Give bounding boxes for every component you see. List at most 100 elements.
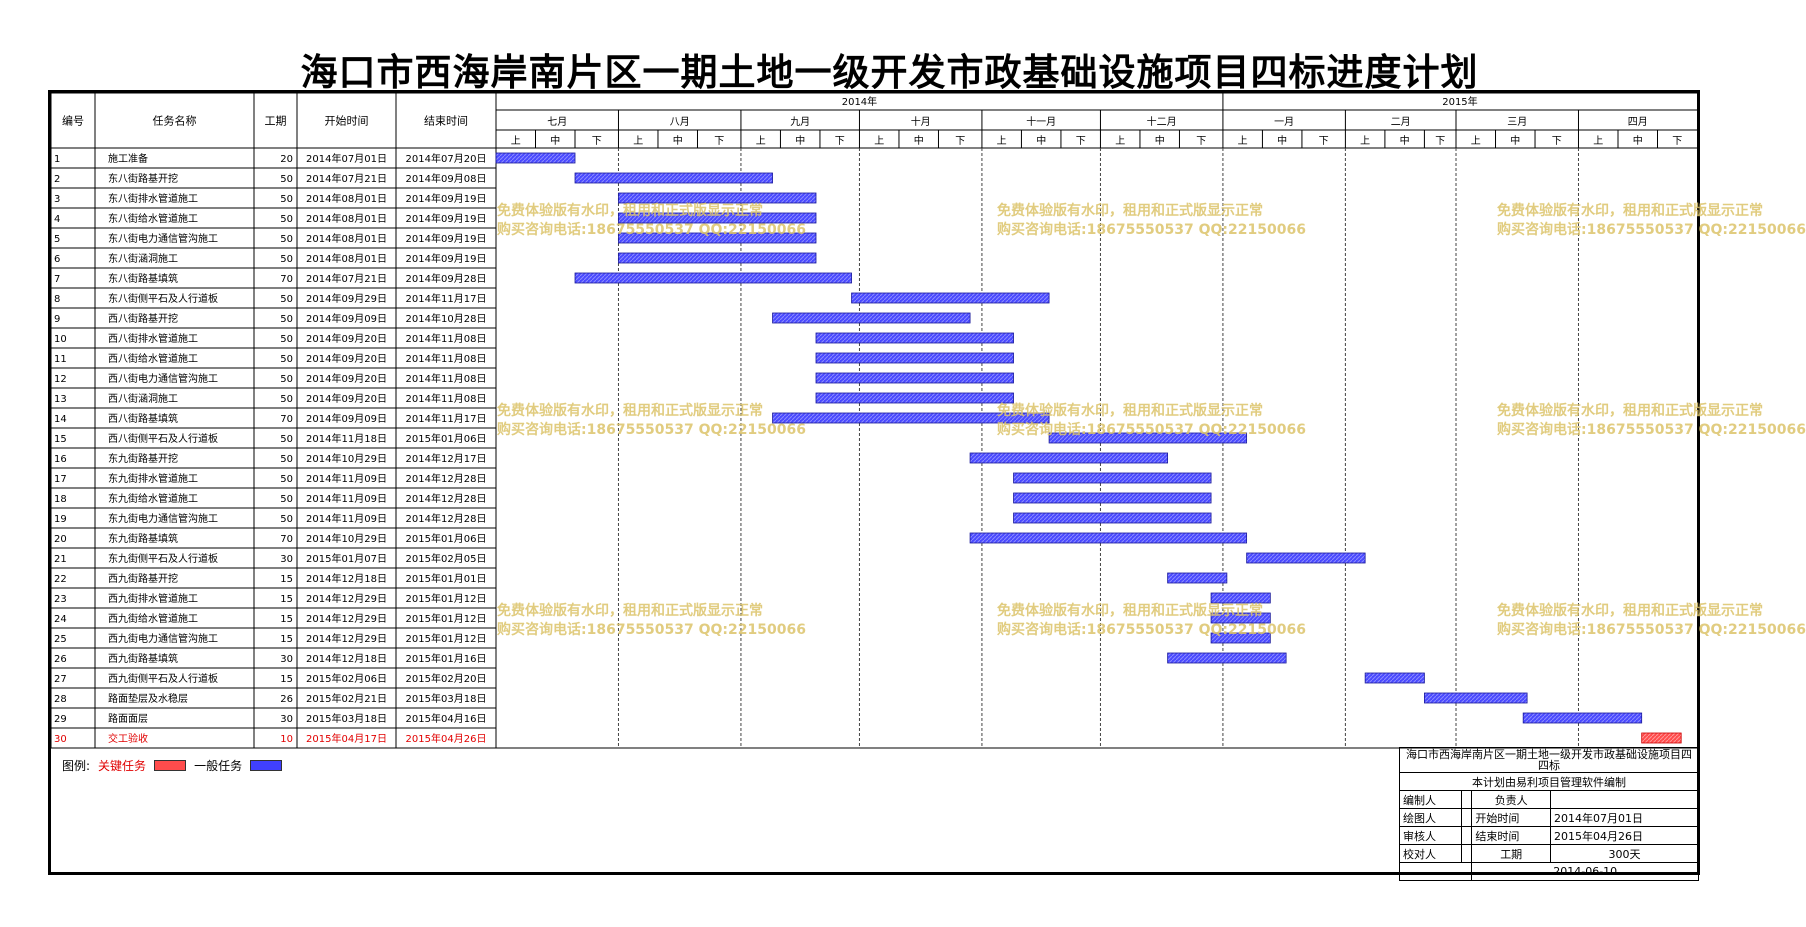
task-bar xyxy=(772,412,1050,424)
task-duration: 15 xyxy=(280,574,293,585)
task-bar xyxy=(1641,732,1682,744)
task-bar xyxy=(574,272,852,284)
month-label: 九月 xyxy=(790,116,810,128)
task-id: 1 xyxy=(54,154,60,165)
task-start: 2014年11月09日 xyxy=(306,492,387,505)
task-duration: 50 xyxy=(280,434,293,445)
task-start: 2015年02月06日 xyxy=(306,672,387,685)
task-name: 交工验收 xyxy=(108,732,148,745)
task-start: 2014年09月20日 xyxy=(306,392,387,405)
task-end: 2014年11月08日 xyxy=(406,392,487,405)
task-id: 3 xyxy=(54,194,60,205)
task-start: 2014年09月20日 xyxy=(306,332,387,345)
task-start: 2014年09月20日 xyxy=(306,352,387,365)
legend: 图例: 关键任务 一般任务 xyxy=(62,757,283,774)
task-bar xyxy=(815,392,1014,404)
month-label: 七月 xyxy=(547,116,567,128)
task-start: 2014年11月09日 xyxy=(306,512,387,525)
period-label: 中 xyxy=(1155,134,1165,147)
info-software: 本计划由易利项目管理软件编制 xyxy=(1399,772,1699,791)
task-bar xyxy=(1210,632,1271,644)
task-duration: 15 xyxy=(280,674,293,685)
period-label: 中 xyxy=(673,134,683,147)
task-name: 东八街涵洞施工 xyxy=(108,252,178,265)
task-start: 2015年02月21日 xyxy=(306,692,387,705)
task-end: 2015年02月20日 xyxy=(406,672,487,685)
task-end: 2015年04月26日 xyxy=(406,732,487,745)
task-start: 2014年07月01日 xyxy=(306,152,387,165)
task-name: 东九街侧平石及人行道板 xyxy=(108,552,218,565)
task-end: 2014年11月17日 xyxy=(406,292,487,305)
task-start: 2014年12月29日 xyxy=(306,612,387,625)
column-header-start: 开始时间 xyxy=(325,114,369,128)
task-bar xyxy=(1013,512,1212,524)
period-label: 下 xyxy=(835,136,845,147)
task-bar xyxy=(851,292,1050,304)
info-duration-value: 300天 xyxy=(1549,844,1700,863)
task-id: 20 xyxy=(54,534,67,545)
info-project-line1: 海口市西海岸南片区一期土地一级开发市政基础设施项目四 xyxy=(1406,748,1692,761)
task-duration: 50 xyxy=(280,174,293,185)
task-name: 西八街路基开挖 xyxy=(108,312,178,325)
task-start: 2015年04月17日 xyxy=(306,732,387,745)
task-duration: 30 xyxy=(280,554,293,565)
task-duration: 50 xyxy=(280,254,293,265)
task-end: 2015年04月16日 xyxy=(406,712,487,725)
month-label: 十二月 xyxy=(1147,115,1177,128)
month-label: 十一月 xyxy=(1026,115,1056,128)
task-id: 14 xyxy=(54,414,67,425)
period-label: 上 xyxy=(874,135,884,147)
legend-normal-label: 一般任务 xyxy=(194,759,243,773)
month-label: 一月 xyxy=(1274,116,1294,128)
task-name: 西九街路基开挖 xyxy=(108,572,178,585)
task-id: 7 xyxy=(54,274,60,285)
task-bar xyxy=(1210,612,1271,624)
task-start: 2014年08月01日 xyxy=(306,212,387,225)
info-date: 2014-06-10 xyxy=(1471,862,1699,881)
task-start: 2014年08月01日 xyxy=(306,252,387,265)
task-duration: 50 xyxy=(280,454,293,465)
task-id: 29 xyxy=(54,714,67,725)
task-bar xyxy=(969,532,1248,544)
task-name: 西八街排水管道施工 xyxy=(108,332,198,345)
task-end: 2015年01月16日 xyxy=(406,652,487,665)
task-id: 28 xyxy=(54,694,67,705)
info-blank xyxy=(1398,862,1473,881)
period-label: 上 xyxy=(1471,135,1481,147)
task-end: 2014年12月28日 xyxy=(406,492,487,505)
task-bar xyxy=(1246,552,1366,564)
task-name: 西九街排水管道施工 xyxy=(108,592,198,605)
task-start: 2014年12月18日 xyxy=(306,572,387,585)
task-id: 16 xyxy=(54,454,67,465)
task-id: 25 xyxy=(54,634,67,645)
task-end: 2014年10月28日 xyxy=(406,312,487,325)
period-label: 下 xyxy=(1076,136,1086,147)
period-label: 下 xyxy=(714,136,724,147)
task-name: 西八街涵洞施工 xyxy=(108,392,178,405)
task-end: 2015年02月05日 xyxy=(406,552,487,565)
task-duration: 50 xyxy=(280,514,293,525)
task-id: 2 xyxy=(54,174,60,185)
task-id: 9 xyxy=(54,314,60,325)
period-label: 下 xyxy=(1196,136,1206,147)
task-bar xyxy=(618,232,817,244)
info-project: 海口市西海岸南片区一期土地一级开发市政基础设施项目四四标 xyxy=(1399,747,1699,773)
task-end: 2014年11月08日 xyxy=(406,332,487,345)
task-name: 东八街路基填筑 xyxy=(108,272,178,285)
task-duration: 50 xyxy=(280,314,293,325)
task-name: 东九街给水管道施工 xyxy=(108,492,198,505)
month-label: 二月 xyxy=(1391,116,1411,128)
task-id: 22 xyxy=(54,574,67,585)
month-label: 十月 xyxy=(911,115,931,128)
task-end: 2014年12月28日 xyxy=(406,512,487,525)
task-start: 2014年09月09日 xyxy=(306,412,387,425)
task-id: 18 xyxy=(54,494,67,505)
task-duration: 26 xyxy=(280,694,293,705)
task-id: 23 xyxy=(54,594,67,605)
info-drawer-value xyxy=(1460,808,1473,827)
task-end: 2014年09月19日 xyxy=(406,252,487,265)
task-name: 施工准备 xyxy=(108,152,148,165)
info-checker-value xyxy=(1460,844,1473,863)
task-bar xyxy=(1167,652,1287,664)
